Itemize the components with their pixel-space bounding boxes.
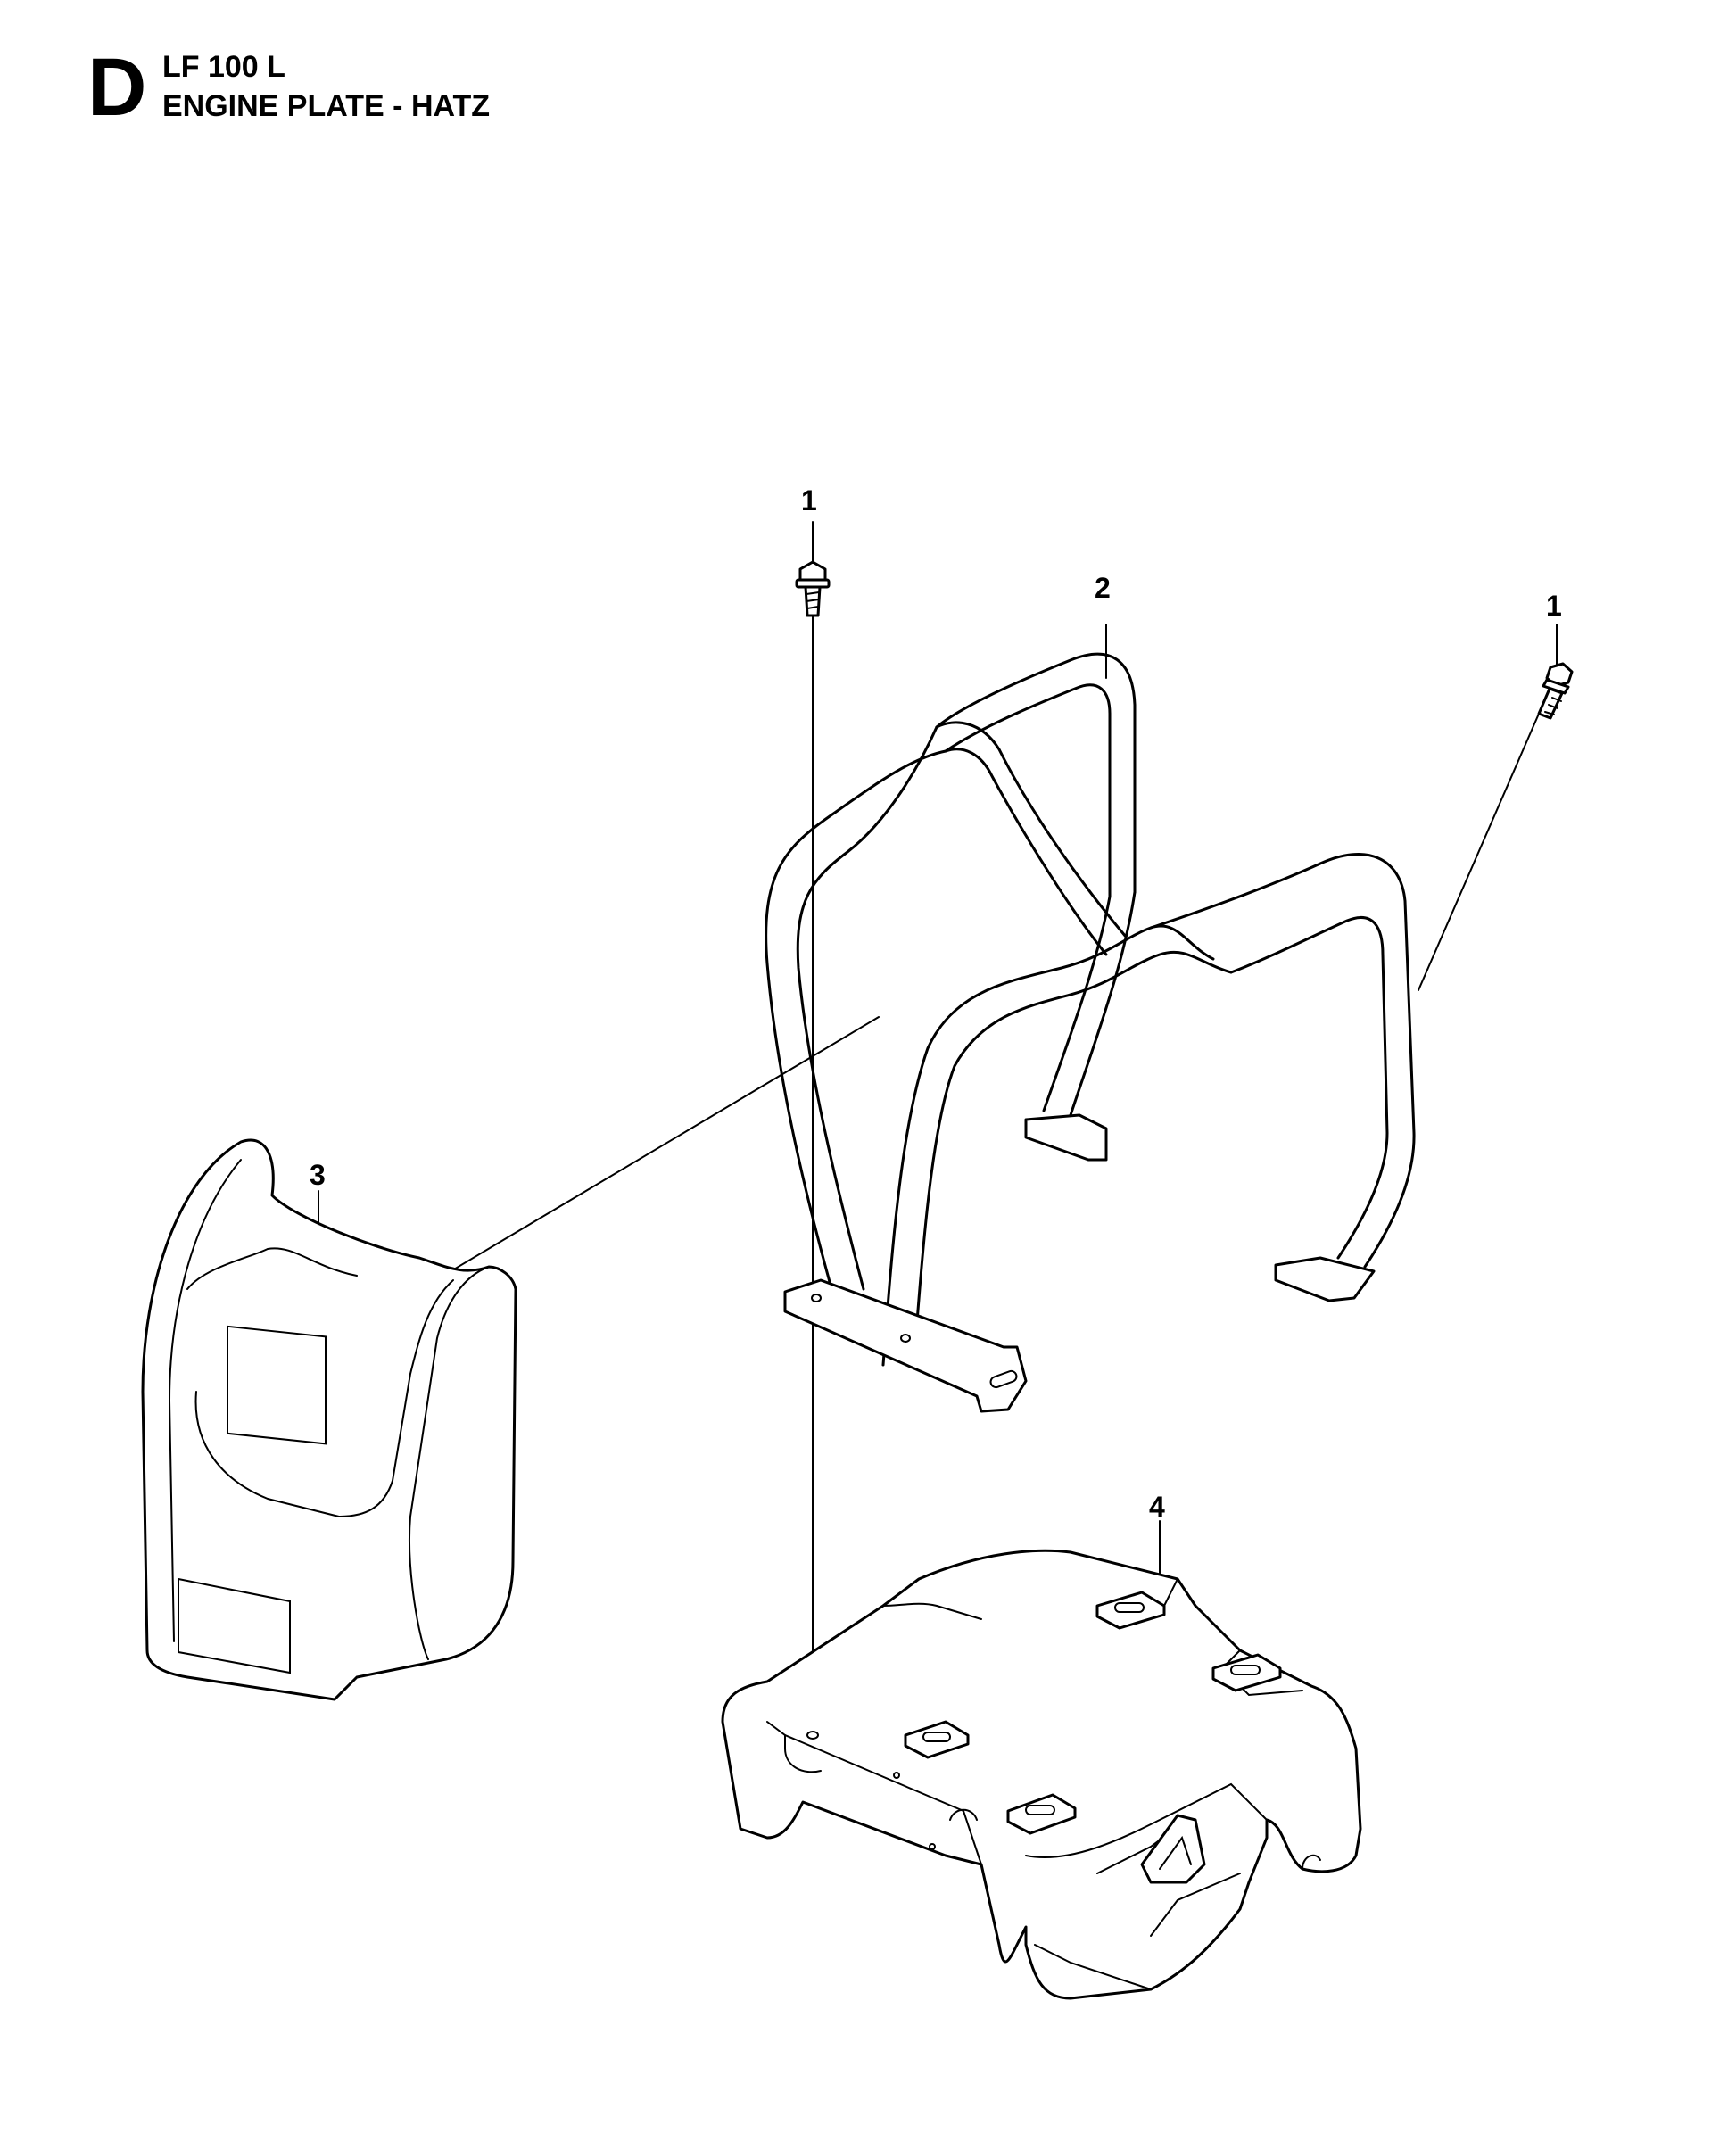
diagram-title: ENGINE PLATE - HATZ [162,89,491,123]
base-slot-pad [1006,1793,1077,1835]
callout-4: 4 [1149,1491,1165,1523]
leader-bolt-1-right-to-frame [1418,713,1540,991]
bolt-part-1-left [795,560,831,617]
handle-frame-part-2 [765,652,1416,1413]
leader-lines [318,521,1558,1785]
callout-3: 3 [310,1159,326,1191]
callout-1-right: 1 [1546,590,1562,622]
base-slot-pad [1095,1591,1166,1630]
callout-1-left: 1 [801,484,817,517]
leader-cover-to-frame [427,1016,880,1286]
base-slot-pad [904,1720,970,1759]
cover-part-3 [141,1138,517,1701]
callout-2: 2 [1095,572,1111,604]
engine-base-plate-part-4 [721,1549,1362,2000]
base-slot-pad [1211,1653,1282,1692]
callout-labels: 1 2 1 3 4 [310,484,1562,1523]
bolt-part-1-right [1537,662,1574,720]
section-letter: D [87,42,147,133]
model-name: LF 100 L [162,50,285,84]
